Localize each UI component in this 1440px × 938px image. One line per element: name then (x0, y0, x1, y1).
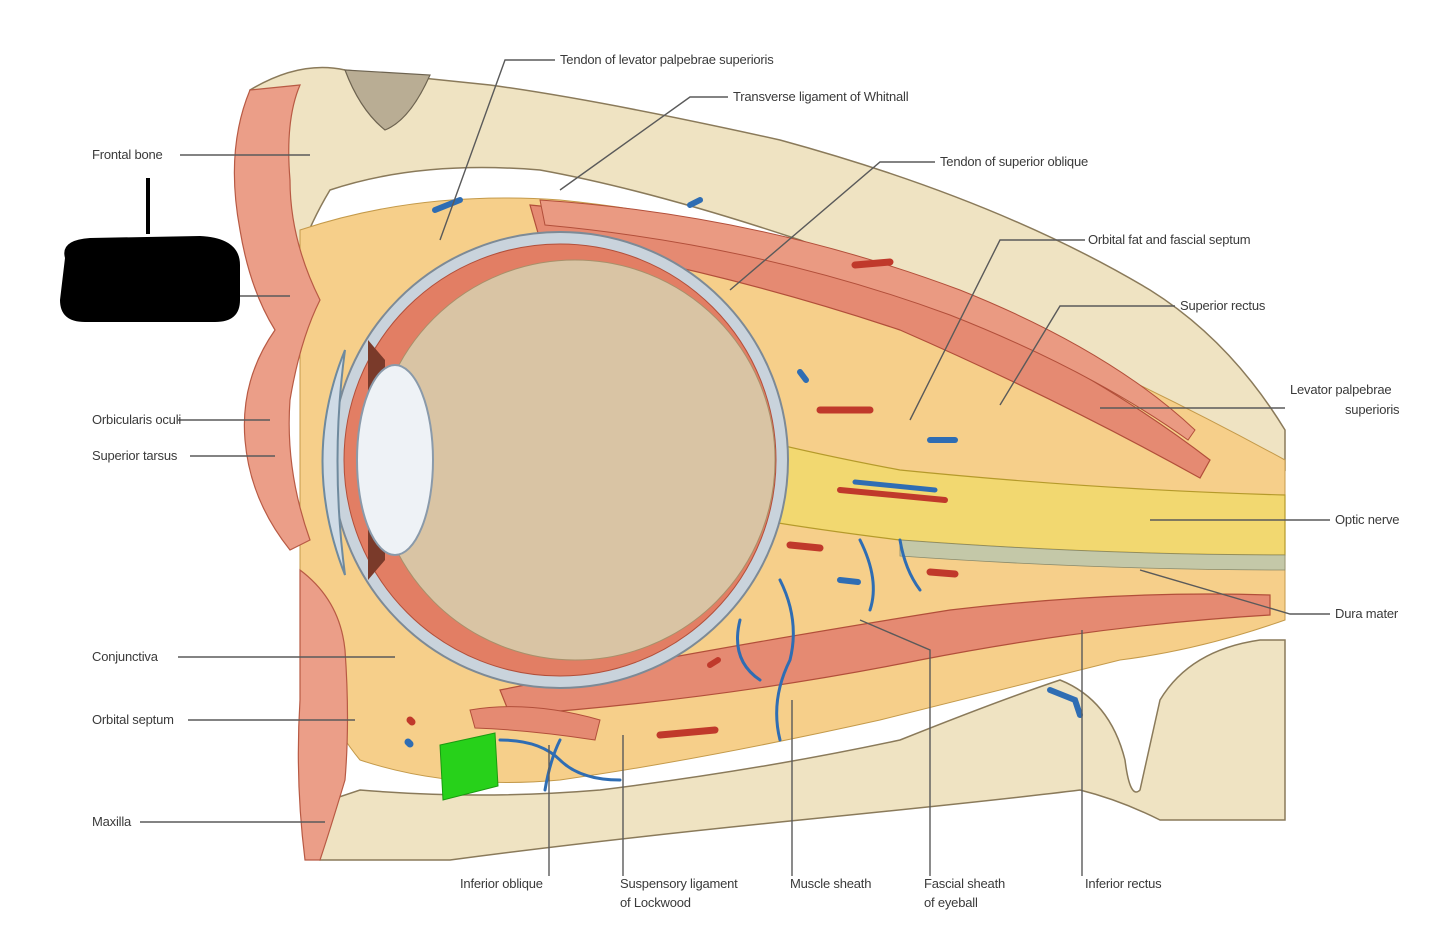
frontal-sinus-shape (344, 69, 431, 131)
cornea-shape (321, 349, 346, 576)
label-maxilla: Maxilla (92, 814, 132, 829)
redaction-blob (60, 236, 240, 322)
label-conjunctiva: Conjunctiva (92, 649, 159, 664)
vessels (404, 197, 1083, 792)
label-orbicularis: Orbicularis oculi (92, 412, 181, 427)
inferior-rectus-muscle (499, 593, 1271, 716)
label-superior-rectus: Superior rectus (1180, 298, 1266, 313)
label-orbital-septum: Orbital septum (92, 712, 174, 727)
label-levator-line2: superioris (1345, 402, 1400, 417)
redaction-bar-tick (146, 178, 150, 234)
label-dura-mater: Dura mater (1335, 606, 1399, 621)
label-tendon-levator: Tendon of levator palpebrae superioris (560, 52, 774, 67)
label-optic-nerve: Optic nerve (1335, 512, 1399, 527)
label-inferior-rectus: Inferior rectus (1085, 876, 1162, 891)
highlight-box (439, 732, 499, 801)
inferior-oblique-muscle (469, 706, 601, 741)
label-inferior-oblique: Inferior oblique (460, 876, 543, 891)
upper-eyelid-shape (233, 84, 321, 551)
label-superior-tarsus: Superior tarsus (92, 448, 178, 463)
levator-muscle (539, 199, 1196, 441)
label-muscle-sheath: Muscle sheath (790, 876, 871, 891)
label-fascial-line2: of eyeball (924, 895, 978, 910)
label-lockwood-line2: of Lockwood (620, 895, 691, 910)
leader-lines (140, 59, 1330, 876)
label-levator-line1: Levator palpebrae (1290, 382, 1391, 397)
label-fascial-line1: Fascial sheath (924, 876, 1005, 891)
eyeball-interior (374, 259, 776, 661)
label-whitnall: Transverse ligament of Whitnall (733, 89, 909, 104)
label-tendon-superior-oblique: Tendon of superior oblique (940, 154, 1088, 169)
label-frontal-bone: Frontal bone (92, 147, 163, 162)
lower-eyelid-shape (297, 568, 349, 861)
dura-mater-shape (899, 539, 1286, 571)
maxilla-shape (313, 639, 1286, 861)
label-orbital-fat: Orbital fat and fascial septum (1088, 232, 1250, 247)
lens-shape (356, 364, 434, 556)
label-lockwood-line1: Suspensory ligament (620, 876, 738, 891)
